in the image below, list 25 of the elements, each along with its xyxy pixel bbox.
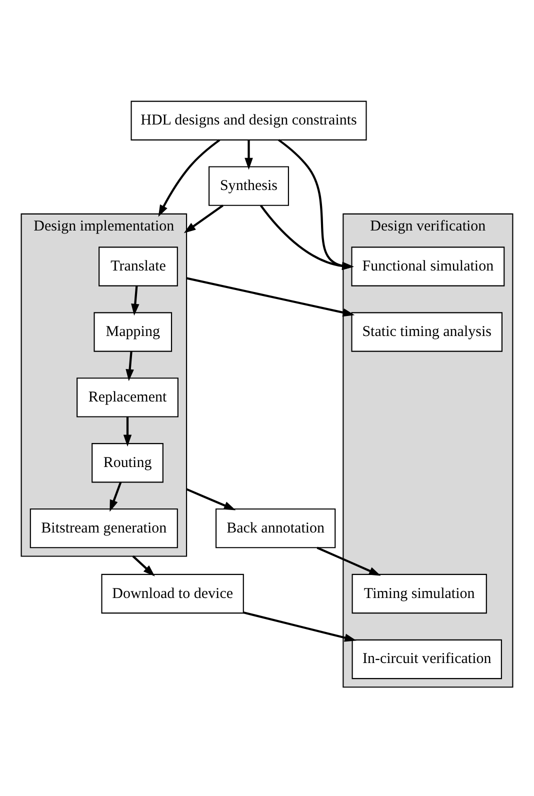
- node-box: Bitstream generation: [30, 508, 178, 548]
- arrow: [132, 554, 155, 576]
- node-box: Mapping: [94, 312, 172, 352]
- node-box: Replacement: [76, 377, 178, 417]
- arrow: [110, 481, 122, 512]
- arrow: [186, 488, 236, 510]
- arrow: [158, 138, 220, 216]
- arrow: [126, 350, 134, 381]
- node-box: Back annotation: [216, 508, 336, 548]
- arrow: [186, 276, 355, 316]
- node-box: Download to device: [101, 573, 244, 614]
- node-box: Routing: [92, 442, 164, 482]
- node-box: Static timing analysis: [351, 312, 503, 352]
- node-box: Translate: [98, 246, 178, 286]
- node-box: Functional simulation: [351, 246, 505, 286]
- arrow: [244, 140, 253, 170]
- node-box: HDL designs and design constraints: [130, 100, 367, 140]
- arrow: [184, 204, 224, 233]
- arrow: [243, 610, 356, 642]
- arrow: [123, 416, 132, 446]
- node-box: Timing simulation: [352, 573, 487, 614]
- node-box: In-circuit verification: [352, 638, 502, 679]
- node-box: Synthesis: [208, 166, 289, 206]
- arrow: [316, 546, 381, 576]
- arrow: [131, 285, 140, 316]
